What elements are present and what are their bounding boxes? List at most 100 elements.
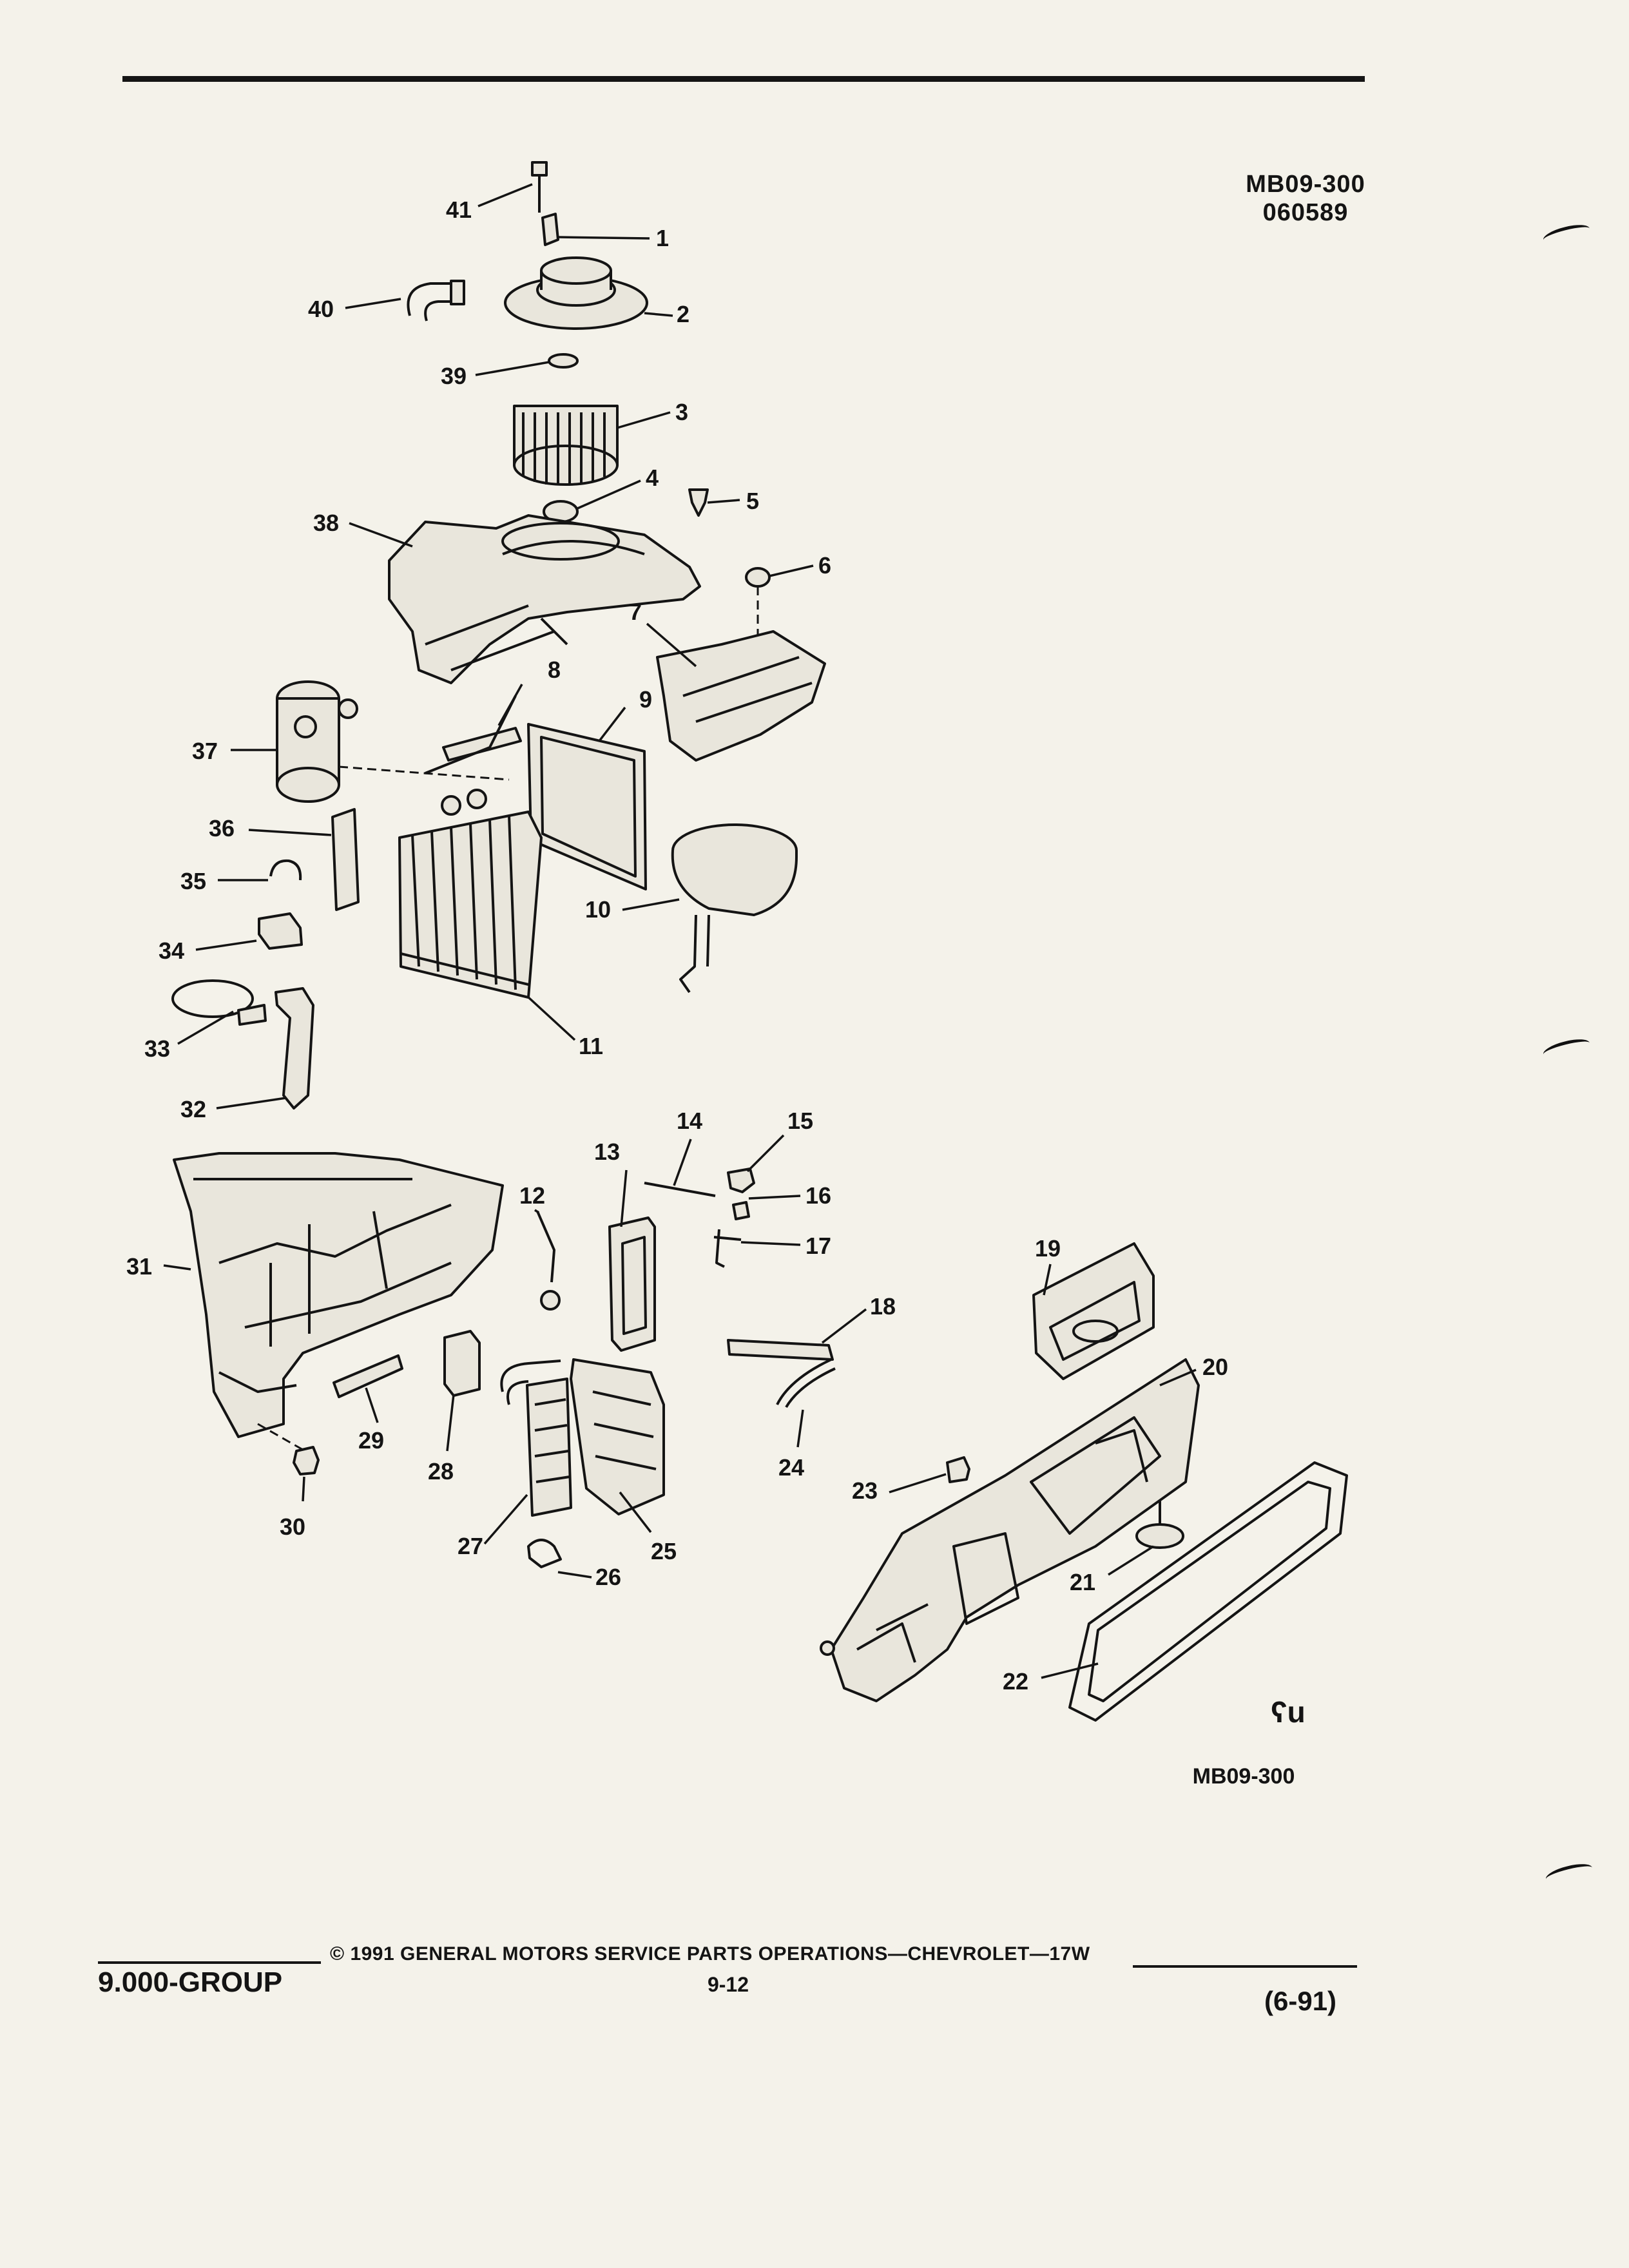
part-actuator-link xyxy=(536,1211,561,1311)
svg-text:2: 2 xyxy=(677,301,689,327)
part-hose-short xyxy=(776,1358,836,1408)
svg-text:24: 24 xyxy=(778,1454,804,1481)
part-vacuum-actuator xyxy=(1135,1501,1184,1549)
page-number: 9-12 xyxy=(707,1973,749,1996)
part-block xyxy=(258,912,303,950)
callout-21: 21 xyxy=(1070,1545,1154,1595)
svg-text:36: 36 xyxy=(209,815,235,841)
callout-33: 33 xyxy=(144,1010,234,1062)
callout-17: 17 xyxy=(740,1233,831,1259)
callout-10: 10 xyxy=(585,896,680,923)
part-mode-duct xyxy=(570,1358,665,1515)
svg-text:32: 32 xyxy=(180,1096,206,1122)
callout-40: 40 xyxy=(308,296,401,322)
svg-text:28: 28 xyxy=(428,1458,454,1485)
callout-15: 15 xyxy=(746,1108,813,1173)
callout-20: 20 xyxy=(1159,1354,1228,1387)
svg-text:7: 7 xyxy=(629,599,642,625)
callout-6: 6 xyxy=(769,552,831,579)
copyright-line: © 1991 GENERAL MOTORS SERVICE PARTS OPER… xyxy=(330,1943,1090,1965)
part-blower-case-upper xyxy=(388,514,701,684)
callout-28: 28 xyxy=(428,1394,455,1485)
callout-36: 36 xyxy=(209,815,332,841)
top-rule xyxy=(122,76,1365,82)
callout-22: 22 xyxy=(1003,1662,1099,1695)
callout-32: 32 xyxy=(180,1096,287,1122)
callout-1: 1 xyxy=(557,225,669,251)
callout-29: 29 xyxy=(358,1387,384,1454)
svg-text:38: 38 xyxy=(313,510,339,536)
callout-26: 26 xyxy=(557,1564,621,1590)
svg-text:6: 6 xyxy=(818,552,831,579)
callout-12: 12 xyxy=(519,1182,545,1214)
svg-text:35: 35 xyxy=(180,868,206,894)
part-receiver-dehydrator xyxy=(276,680,510,803)
callout-39: 39 xyxy=(441,361,550,389)
part-mounting-bracket xyxy=(275,987,314,1110)
part-rod xyxy=(644,1182,716,1197)
svg-text:22: 22 xyxy=(1003,1668,1028,1695)
callout-14: 14 xyxy=(673,1108,702,1186)
part-housing-bracket xyxy=(656,630,826,762)
callout-8: 8 xyxy=(497,657,561,726)
part-screw xyxy=(531,161,548,213)
callout-37: 37 xyxy=(192,738,277,764)
part-grommet xyxy=(293,1446,320,1475)
callout-9: 9 xyxy=(598,686,652,742)
part-expansion-valve xyxy=(425,695,522,774)
callout-23: 23 xyxy=(852,1473,947,1504)
svg-text:25: 25 xyxy=(651,1538,677,1564)
svg-text:11: 11 xyxy=(579,1033,603,1059)
svg-text:34: 34 xyxy=(159,937,184,964)
part-seal-strip xyxy=(331,808,360,911)
figure-code-header: MB09-300 xyxy=(1246,171,1365,198)
part-small-block xyxy=(946,1456,970,1483)
part-door-panel xyxy=(608,1216,656,1352)
svg-text:41: 41 xyxy=(446,197,472,223)
callout-38: 38 xyxy=(313,510,413,548)
callout-31: 31 xyxy=(126,1253,191,1280)
svg-text:9: 9 xyxy=(639,686,652,713)
part-pipe-clip xyxy=(527,1539,562,1568)
group-label: 9.000-GROUP xyxy=(98,1966,283,1998)
footer-rule-right xyxy=(1133,1965,1357,1968)
svg-text:27: 27 xyxy=(458,1533,483,1559)
part-foam-block xyxy=(443,1330,481,1397)
part-heater-case xyxy=(173,1152,504,1451)
svg-text:21: 21 xyxy=(1070,1569,1095,1595)
svg-text:37: 37 xyxy=(192,738,218,764)
svg-text:19: 19 xyxy=(1035,1235,1061,1262)
svg-text:13: 13 xyxy=(594,1139,620,1165)
gm-logo-mark: ʕu xyxy=(1271,1695,1306,1729)
callout-2: 2 xyxy=(644,301,689,327)
part-blower-wheel xyxy=(513,405,619,486)
svg-text:8: 8 xyxy=(548,657,561,683)
part-case-gasket xyxy=(1068,1461,1348,1722)
svg-text:15: 15 xyxy=(787,1108,813,1134)
callout-19: 19 xyxy=(1035,1235,1061,1296)
callout-27: 27 xyxy=(458,1494,528,1559)
part-clip xyxy=(688,488,709,517)
callout-13: 13 xyxy=(594,1139,628,1227)
svg-text:4: 4 xyxy=(646,465,659,491)
callout-24: 24 xyxy=(778,1409,804,1481)
callout-25: 25 xyxy=(619,1491,677,1564)
part-elbow-hose xyxy=(407,280,465,322)
svg-text:16: 16 xyxy=(805,1182,831,1209)
callout-41: 41 xyxy=(446,183,533,223)
callout-35: 35 xyxy=(180,868,268,894)
part-cam-clip xyxy=(727,1168,755,1193)
svg-text:23: 23 xyxy=(852,1477,878,1504)
part-evaporator-seal xyxy=(527,723,647,890)
svg-text:40: 40 xyxy=(308,296,334,322)
part-clamp-ring xyxy=(171,979,267,1026)
svg-text:33: 33 xyxy=(144,1035,170,1062)
part-blower-housing-lower xyxy=(671,823,798,994)
callout-3: 3 xyxy=(617,399,688,429)
callout-7: 7 xyxy=(629,599,697,668)
callout-34: 34 xyxy=(159,937,257,964)
part-defroster-door xyxy=(1032,1242,1155,1380)
part-heater-core xyxy=(500,1360,572,1517)
